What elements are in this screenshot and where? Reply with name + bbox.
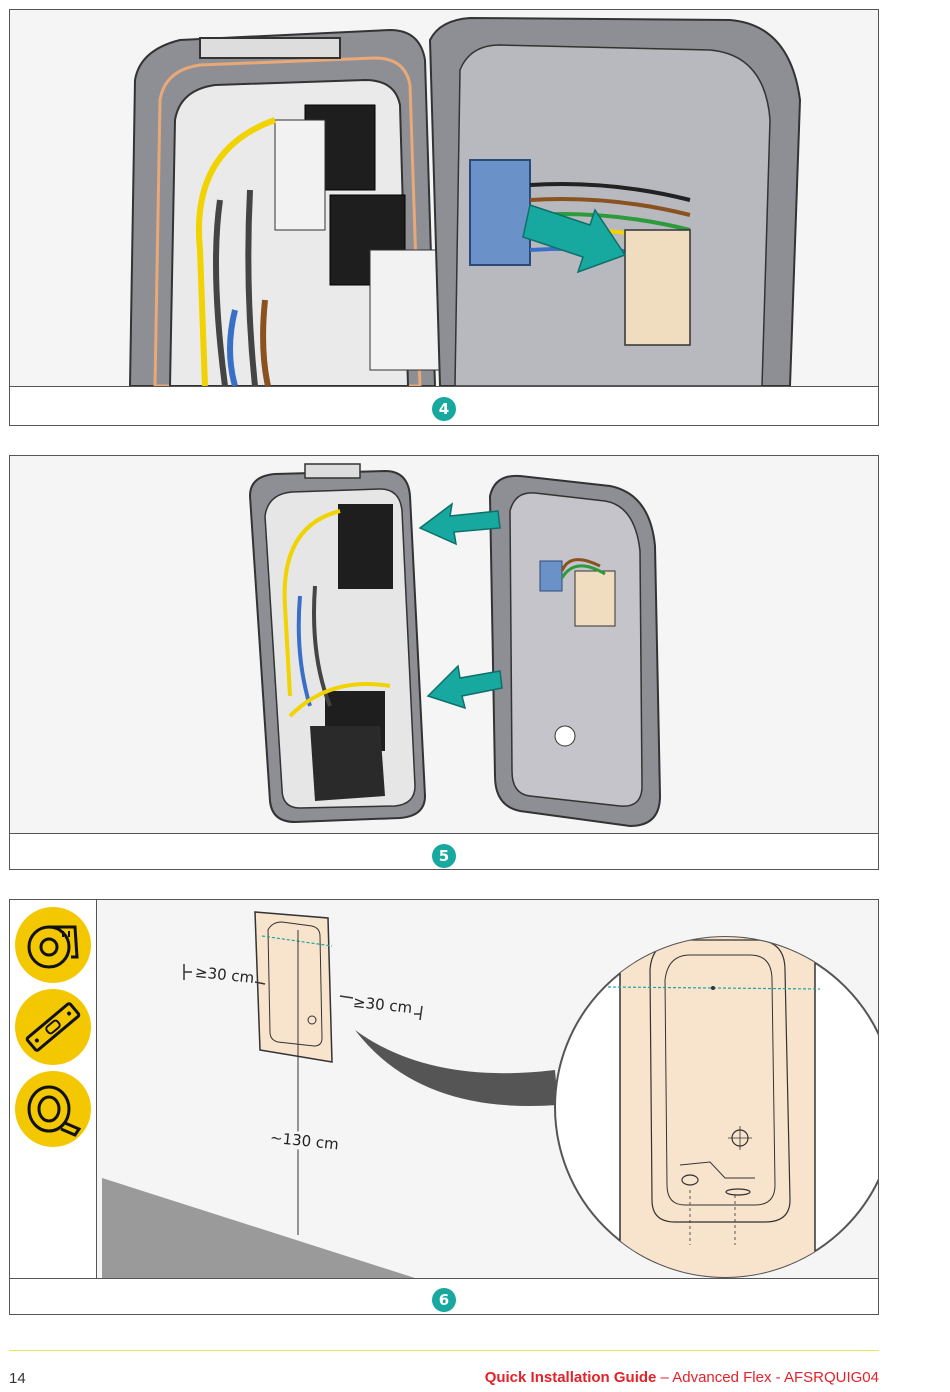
tools-column [10,900,97,1278]
spirit-level-icon [15,989,91,1065]
step-6-number: 6 [432,1288,456,1312]
page-number: 14 [9,1370,26,1387]
step-5-panel: 5 [9,455,879,870]
step-6-panel: ≥30 cm ≥30 cm ~130 cm 6 [9,899,879,1315]
document-title: Quick Installation Guide – Advanced Flex… [485,1369,879,1386]
adhesive-tape-icon [15,1071,91,1147]
step-4-illustration [10,10,878,387]
step-6-illustration: ≥30 cm ≥30 cm ~130 cm [10,900,878,1279]
document-title-rest: – Advanced Flex - AFSRQUIG04 [656,1369,879,1386]
step-4-number: 4 [432,397,456,421]
step-5-illustration [10,456,878,834]
step-4-panel: 4 [9,9,879,426]
step-5-number: 5 [432,844,456,868]
footer-divider [9,1350,879,1351]
document-title-bold: Quick Installation Guide [484,1369,657,1386]
tape-measure-icon [15,907,91,983]
